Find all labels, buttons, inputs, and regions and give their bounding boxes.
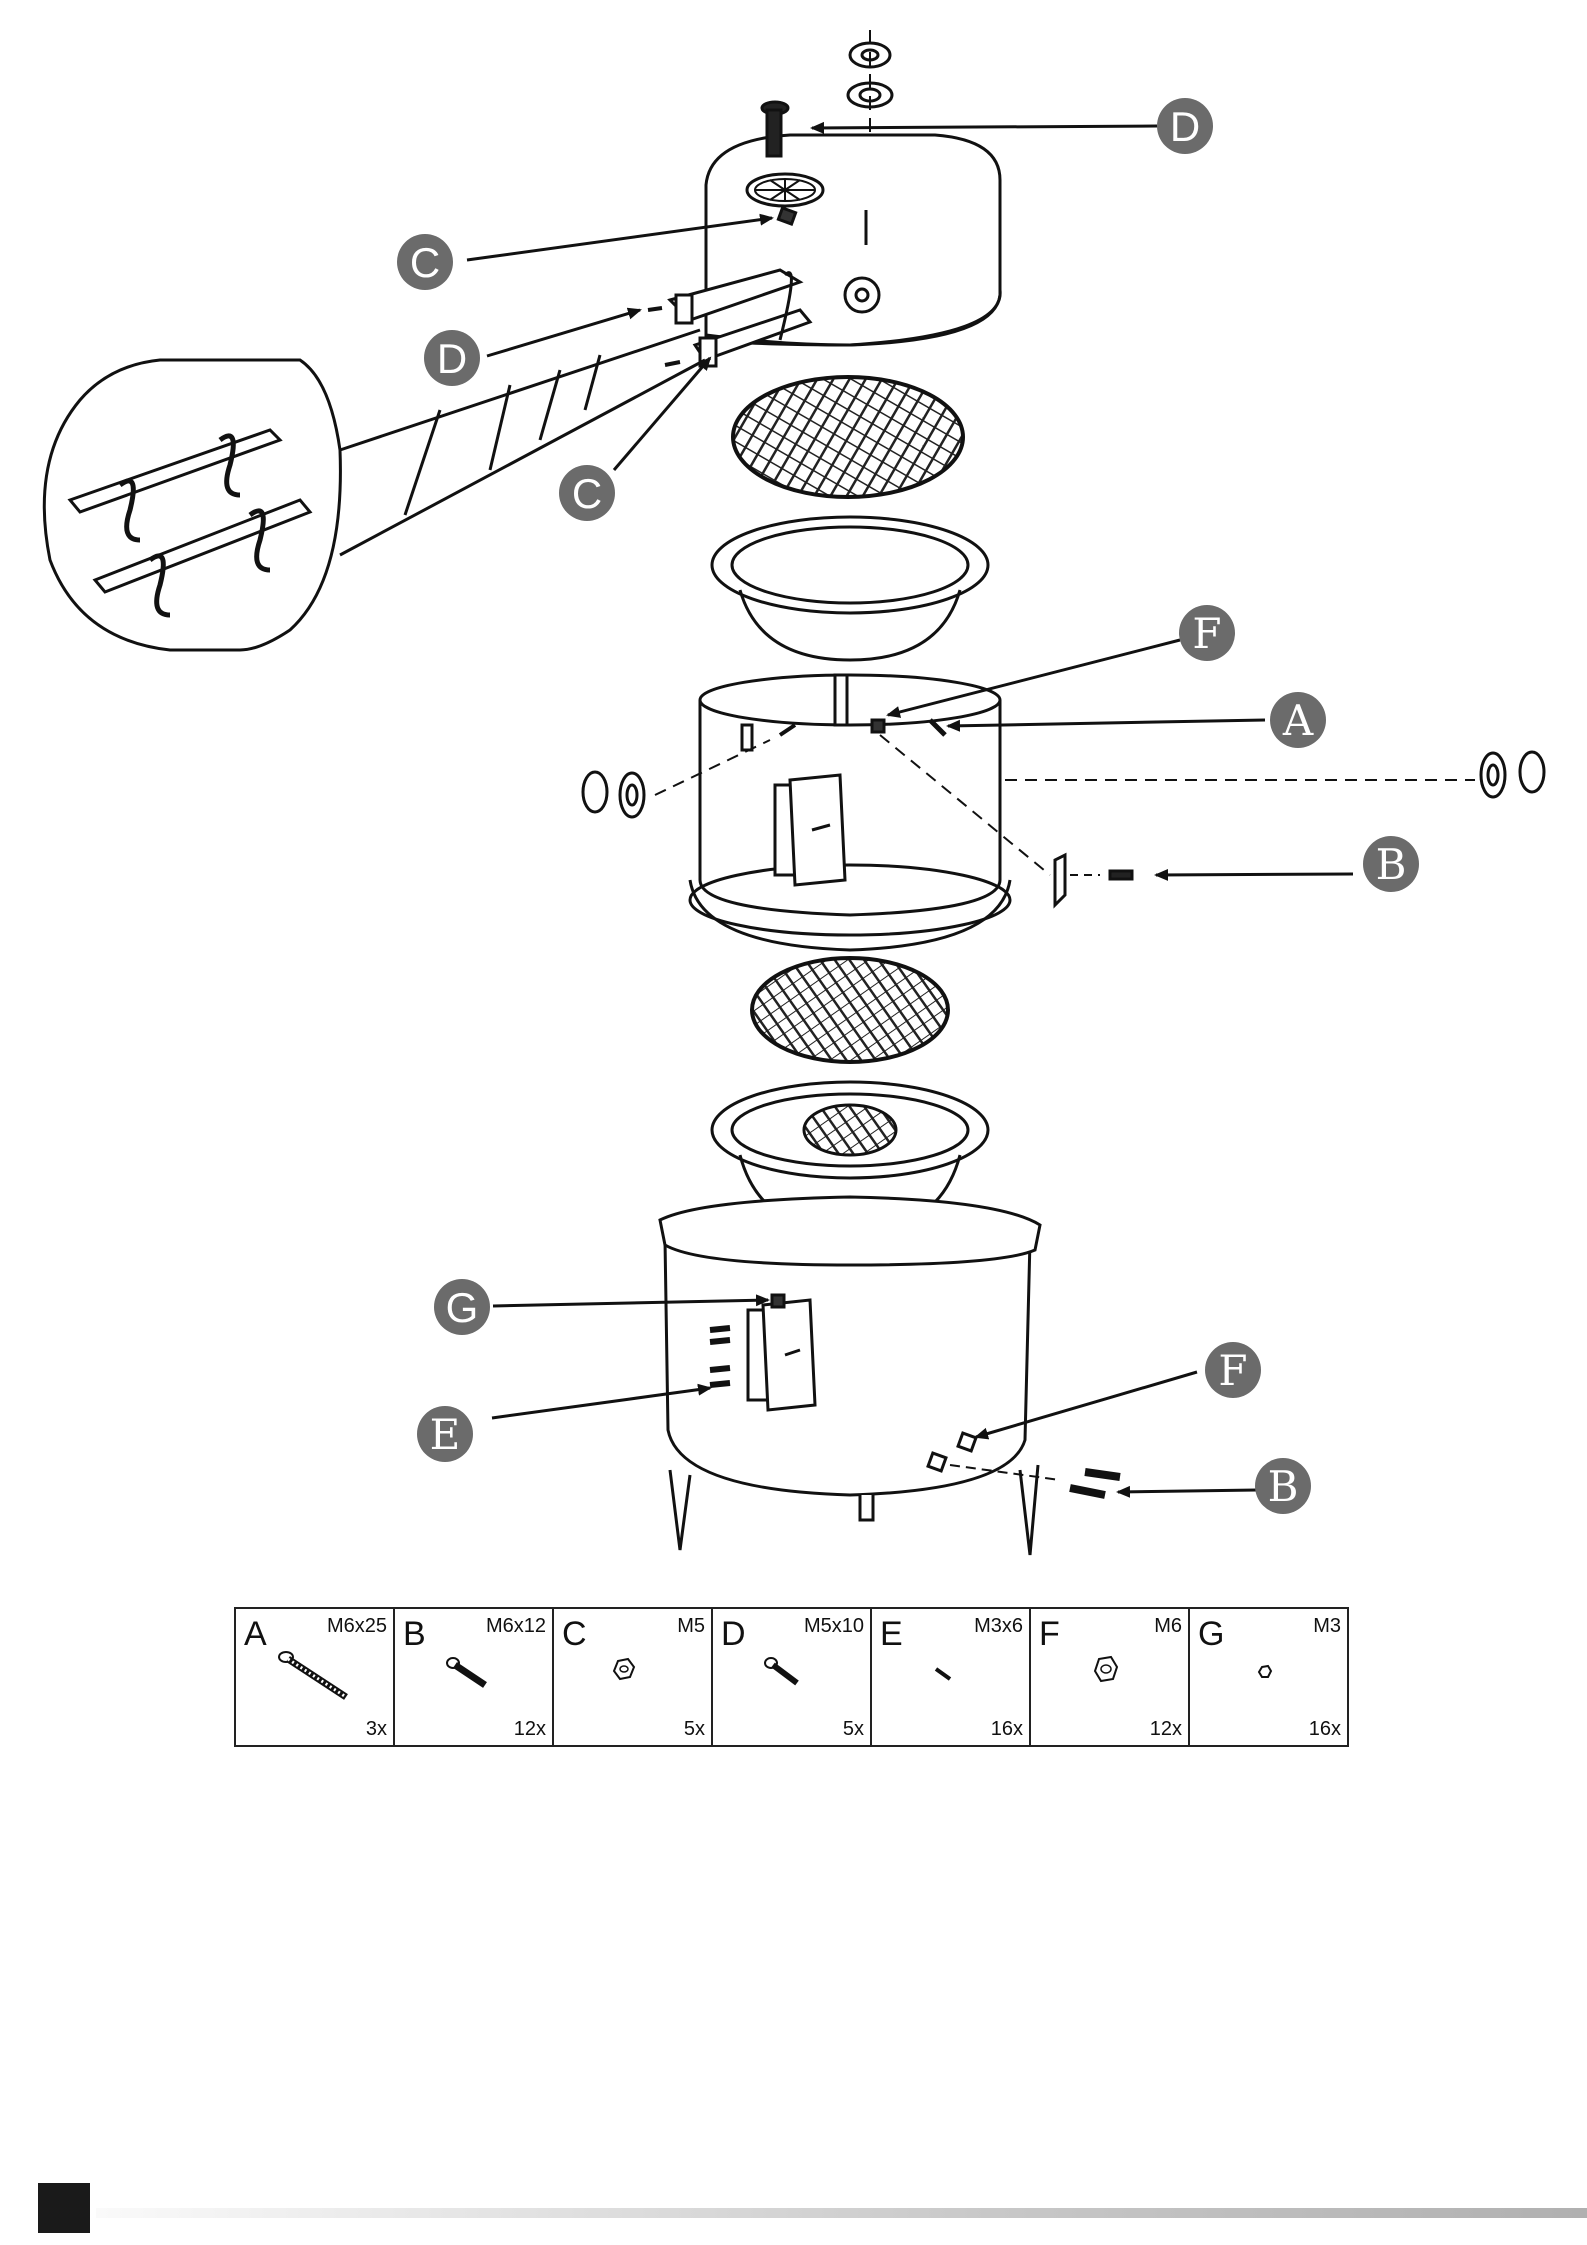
- svg-text:B: B: [1268, 1462, 1299, 1511]
- svg-text:D: D: [437, 335, 467, 382]
- part-size: M3: [1313, 1615, 1341, 1638]
- callout-e-bottom: E: [417, 1406, 473, 1462]
- charcoal-grate: [752, 958, 948, 1062]
- part-cell-f: F M6 12x: [1031, 1609, 1190, 1745]
- small-screw-icon: [912, 1649, 992, 1709]
- water-pan: [712, 517, 988, 660]
- part-letter: D: [721, 1615, 746, 1654]
- part-letter: E: [880, 1615, 903, 1654]
- callout-f-bottom: F: [1205, 1342, 1261, 1398]
- svg-text:F: F: [1218, 1346, 1247, 1395]
- middle-body: [690, 675, 1010, 950]
- callout-a-mid: A: [1270, 692, 1326, 748]
- part-qty: 5x: [843, 1718, 864, 1741]
- part-cell-a: A M6x25 3x: [236, 1609, 395, 1745]
- svg-text:E: E: [430, 1410, 461, 1459]
- callout-b-mid: B: [1363, 836, 1419, 892]
- nut-icon: [1071, 1649, 1151, 1709]
- part-cell-e: E M3x6 16x: [872, 1609, 1031, 1745]
- part-qty: 12x: [1150, 1718, 1182, 1741]
- base-body: [660, 1197, 1040, 1555]
- part-size: M5: [677, 1615, 705, 1638]
- upper-cooking-grate: [733, 377, 963, 497]
- part-size: M6: [1154, 1615, 1182, 1638]
- callout-f-mid: F: [1179, 605, 1235, 661]
- part-size: M3x6: [974, 1615, 1023, 1638]
- svg-text:A: A: [1282, 696, 1314, 745]
- part-letter: B: [403, 1615, 426, 1654]
- small-nut-icon: [1230, 1649, 1310, 1709]
- part-letter: F: [1039, 1615, 1060, 1654]
- part-qty: 16x: [1309, 1718, 1341, 1741]
- hardware-parts-table: A M6x25 3x B M6x12 12x C M5 5x D M5x10: [234, 1607, 1349, 1747]
- part-size: M6x12: [486, 1615, 546, 1638]
- part-letter: C: [562, 1615, 587, 1654]
- left-handle: [583, 772, 644, 817]
- part-letter: A: [244, 1615, 267, 1654]
- svg-text:C: C: [572, 470, 602, 517]
- part-size: M6x25: [327, 1615, 387, 1638]
- callout-c-side: C: [559, 465, 615, 521]
- long-bolt-icon: [276, 1649, 356, 1709]
- page-footer-bar: [96, 2208, 1587, 2218]
- bolt-icon: [753, 1649, 833, 1709]
- part-cell-d: D M5x10 5x: [713, 1609, 872, 1745]
- lid: [706, 135, 1000, 345]
- part-qty: 12x: [514, 1718, 546, 1741]
- part-letter: G: [1198, 1615, 1224, 1654]
- page-footer-marker: [38, 2183, 90, 2233]
- part-size: M5x10: [804, 1615, 864, 1638]
- svg-text:B: B: [1376, 840, 1407, 889]
- nut-icon: [594, 1649, 674, 1709]
- svg-text:F: F: [1192, 609, 1221, 658]
- callout-d-side: D: [424, 330, 480, 386]
- svg-text:D: D: [1170, 103, 1200, 150]
- callout-b-bottom: B: [1255, 1458, 1311, 1514]
- part-qty: 16x: [991, 1718, 1023, 1741]
- svg-text:C: C: [410, 239, 440, 286]
- right-handle: [1481, 752, 1544, 797]
- part-cell-g: G M3 16x: [1190, 1609, 1347, 1745]
- part-cell-b: B M6x12 12x: [395, 1609, 554, 1745]
- callout-g-bottom: G: [434, 1279, 490, 1335]
- callout-c-top: C: [397, 234, 453, 290]
- part-cell-c: C M5 5x: [554, 1609, 713, 1745]
- callout-d-top: D: [1157, 98, 1213, 154]
- svg-text:G: G: [446, 1284, 479, 1331]
- part-qty: 3x: [366, 1718, 387, 1741]
- part-qty: 5x: [684, 1718, 705, 1741]
- bolt-icon: [435, 1649, 515, 1709]
